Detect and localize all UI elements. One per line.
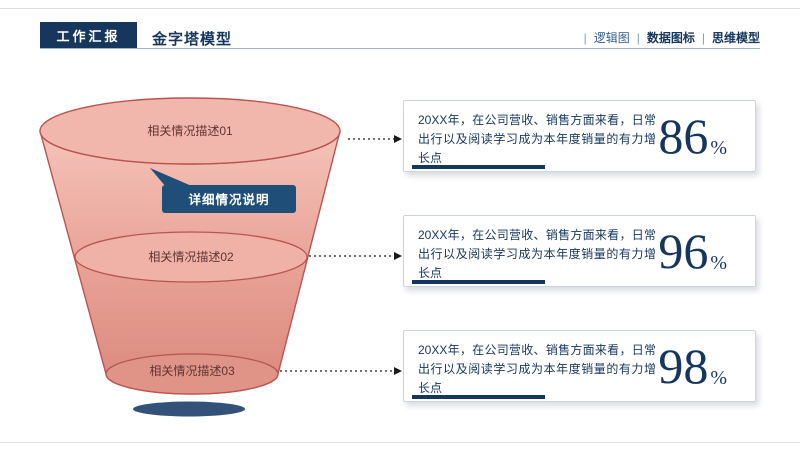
- arrowhead-icon: [394, 252, 402, 260]
- page-title: 金字塔模型: [152, 31, 233, 48]
- funnel-level-1-ellipse: [39, 97, 341, 165]
- stat-card-2: 20XX年，在公司营收、销售方面来看，日常出行以及阅读学习成为本年度销量的有力增…: [403, 215, 756, 287]
- arrowhead-icon: [394, 367, 402, 375]
- nav-item-logic-diagram[interactable]: 逻辑图: [593, 31, 630, 45]
- callout-bubble: [162, 185, 296, 213]
- callout-tail: [150, 168, 194, 187]
- slide-top-edge: [0, 8, 800, 9]
- connector-lines: [280, 138, 394, 372]
- percent-sign: %: [710, 252, 727, 274]
- stat-card-1: 20XX年，在公司营收、销售方面来看，日常出行以及阅读学习成为本年度销量的有力增…: [403, 100, 756, 172]
- nav-item-data-chart[interactable]: 数据图标: [646, 31, 695, 45]
- percent-sign: %: [710, 137, 727, 159]
- report-badge: 工作汇报: [40, 22, 137, 48]
- funnel-level-3-ellipse: [105, 353, 279, 395]
- funnel-level-2-ellipse: [74, 231, 308, 283]
- percentage-number: 96: [658, 223, 709, 279]
- card-underline: [412, 165, 545, 169]
- arrowhead-icon: [394, 135, 402, 143]
- connector-arrowheads: [394, 135, 402, 375]
- nav-separator: |: [701, 30, 705, 45]
- funnel-level-1-label: 相关情况描述01: [147, 124, 233, 138]
- callout-label: 详细情况说明: [188, 192, 269, 207]
- stat-card-3: 20XX年，在公司营收、销售方面来看，日常出行以及阅读学习成为本年度销量的有力增…: [403, 330, 756, 402]
- card-underline: [412, 280, 545, 284]
- percentage-number: 86: [658, 108, 709, 164]
- percent-sign: %: [710, 367, 727, 389]
- percentage-number: 98: [658, 338, 709, 394]
- card-percentage: 86 %: [658, 101, 727, 171]
- nav-separator: |: [583, 30, 587, 45]
- card-percentage: 98 %: [658, 331, 727, 401]
- card-underline: [412, 395, 545, 399]
- card-description: 20XX年，在公司营收、销售方面来看，日常出行以及阅读学习成为本年度销量的有力增…: [418, 343, 656, 395]
- card-description: 20XX年，在公司营收、销售方面来看，日常出行以及阅读学习成为本年度销量的有力增…: [418, 228, 656, 280]
- header-nav: | 逻辑图 | 数据图标 | 思维模型: [584, 29, 760, 46]
- nav-item-mind-model[interactable]: 思维模型: [711, 31, 760, 45]
- card-percentage: 96 %: [658, 216, 727, 286]
- funnel-level-3-label: 相关情况描述03: [149, 364, 235, 378]
- nav-separator: |: [636, 30, 640, 45]
- funnel-ground-shadow: [133, 401, 245, 417]
- header-rule: [40, 48, 760, 49]
- card-description: 20XX年，在公司营收、销售方面来看，日常出行以及阅读学习成为本年度销量的有力增…: [418, 113, 656, 165]
- funnel-level-2-label: 相关情况描述02: [148, 250, 234, 264]
- slide-bottom-edge: [0, 442, 800, 443]
